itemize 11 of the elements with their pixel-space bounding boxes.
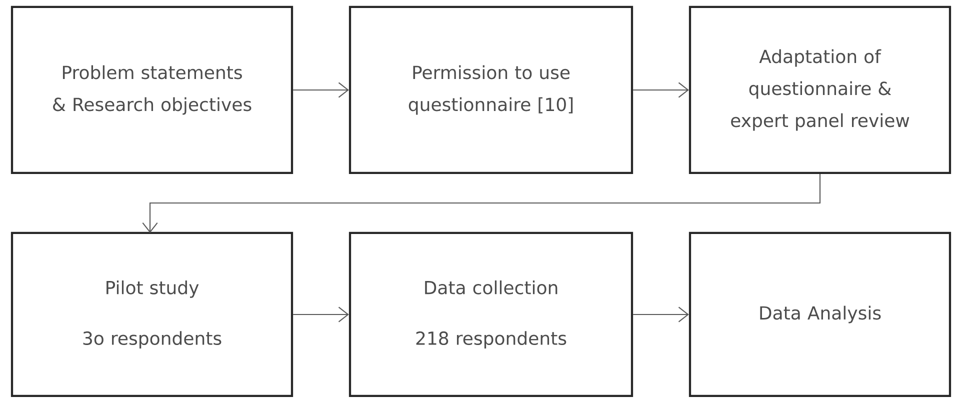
arrow: [142, 174, 821, 233]
process-box: Adaptation of questionnaire & expert panel review: [688, 6, 952, 174]
process-box: Data collection 218 respondents: [348, 232, 634, 398]
arrow: [293, 306, 349, 322]
process-box: Pilot study 3o respondents: [10, 232, 294, 398]
arrow: [633, 306, 689, 322]
process-box: Data Analysis: [688, 232, 952, 398]
process-box: Problem statements & Research objectives: [10, 6, 294, 174]
arrow: [633, 82, 689, 98]
arrow: [293, 82, 349, 98]
process-box: Permission to use questionnaire [10]: [348, 6, 634, 174]
